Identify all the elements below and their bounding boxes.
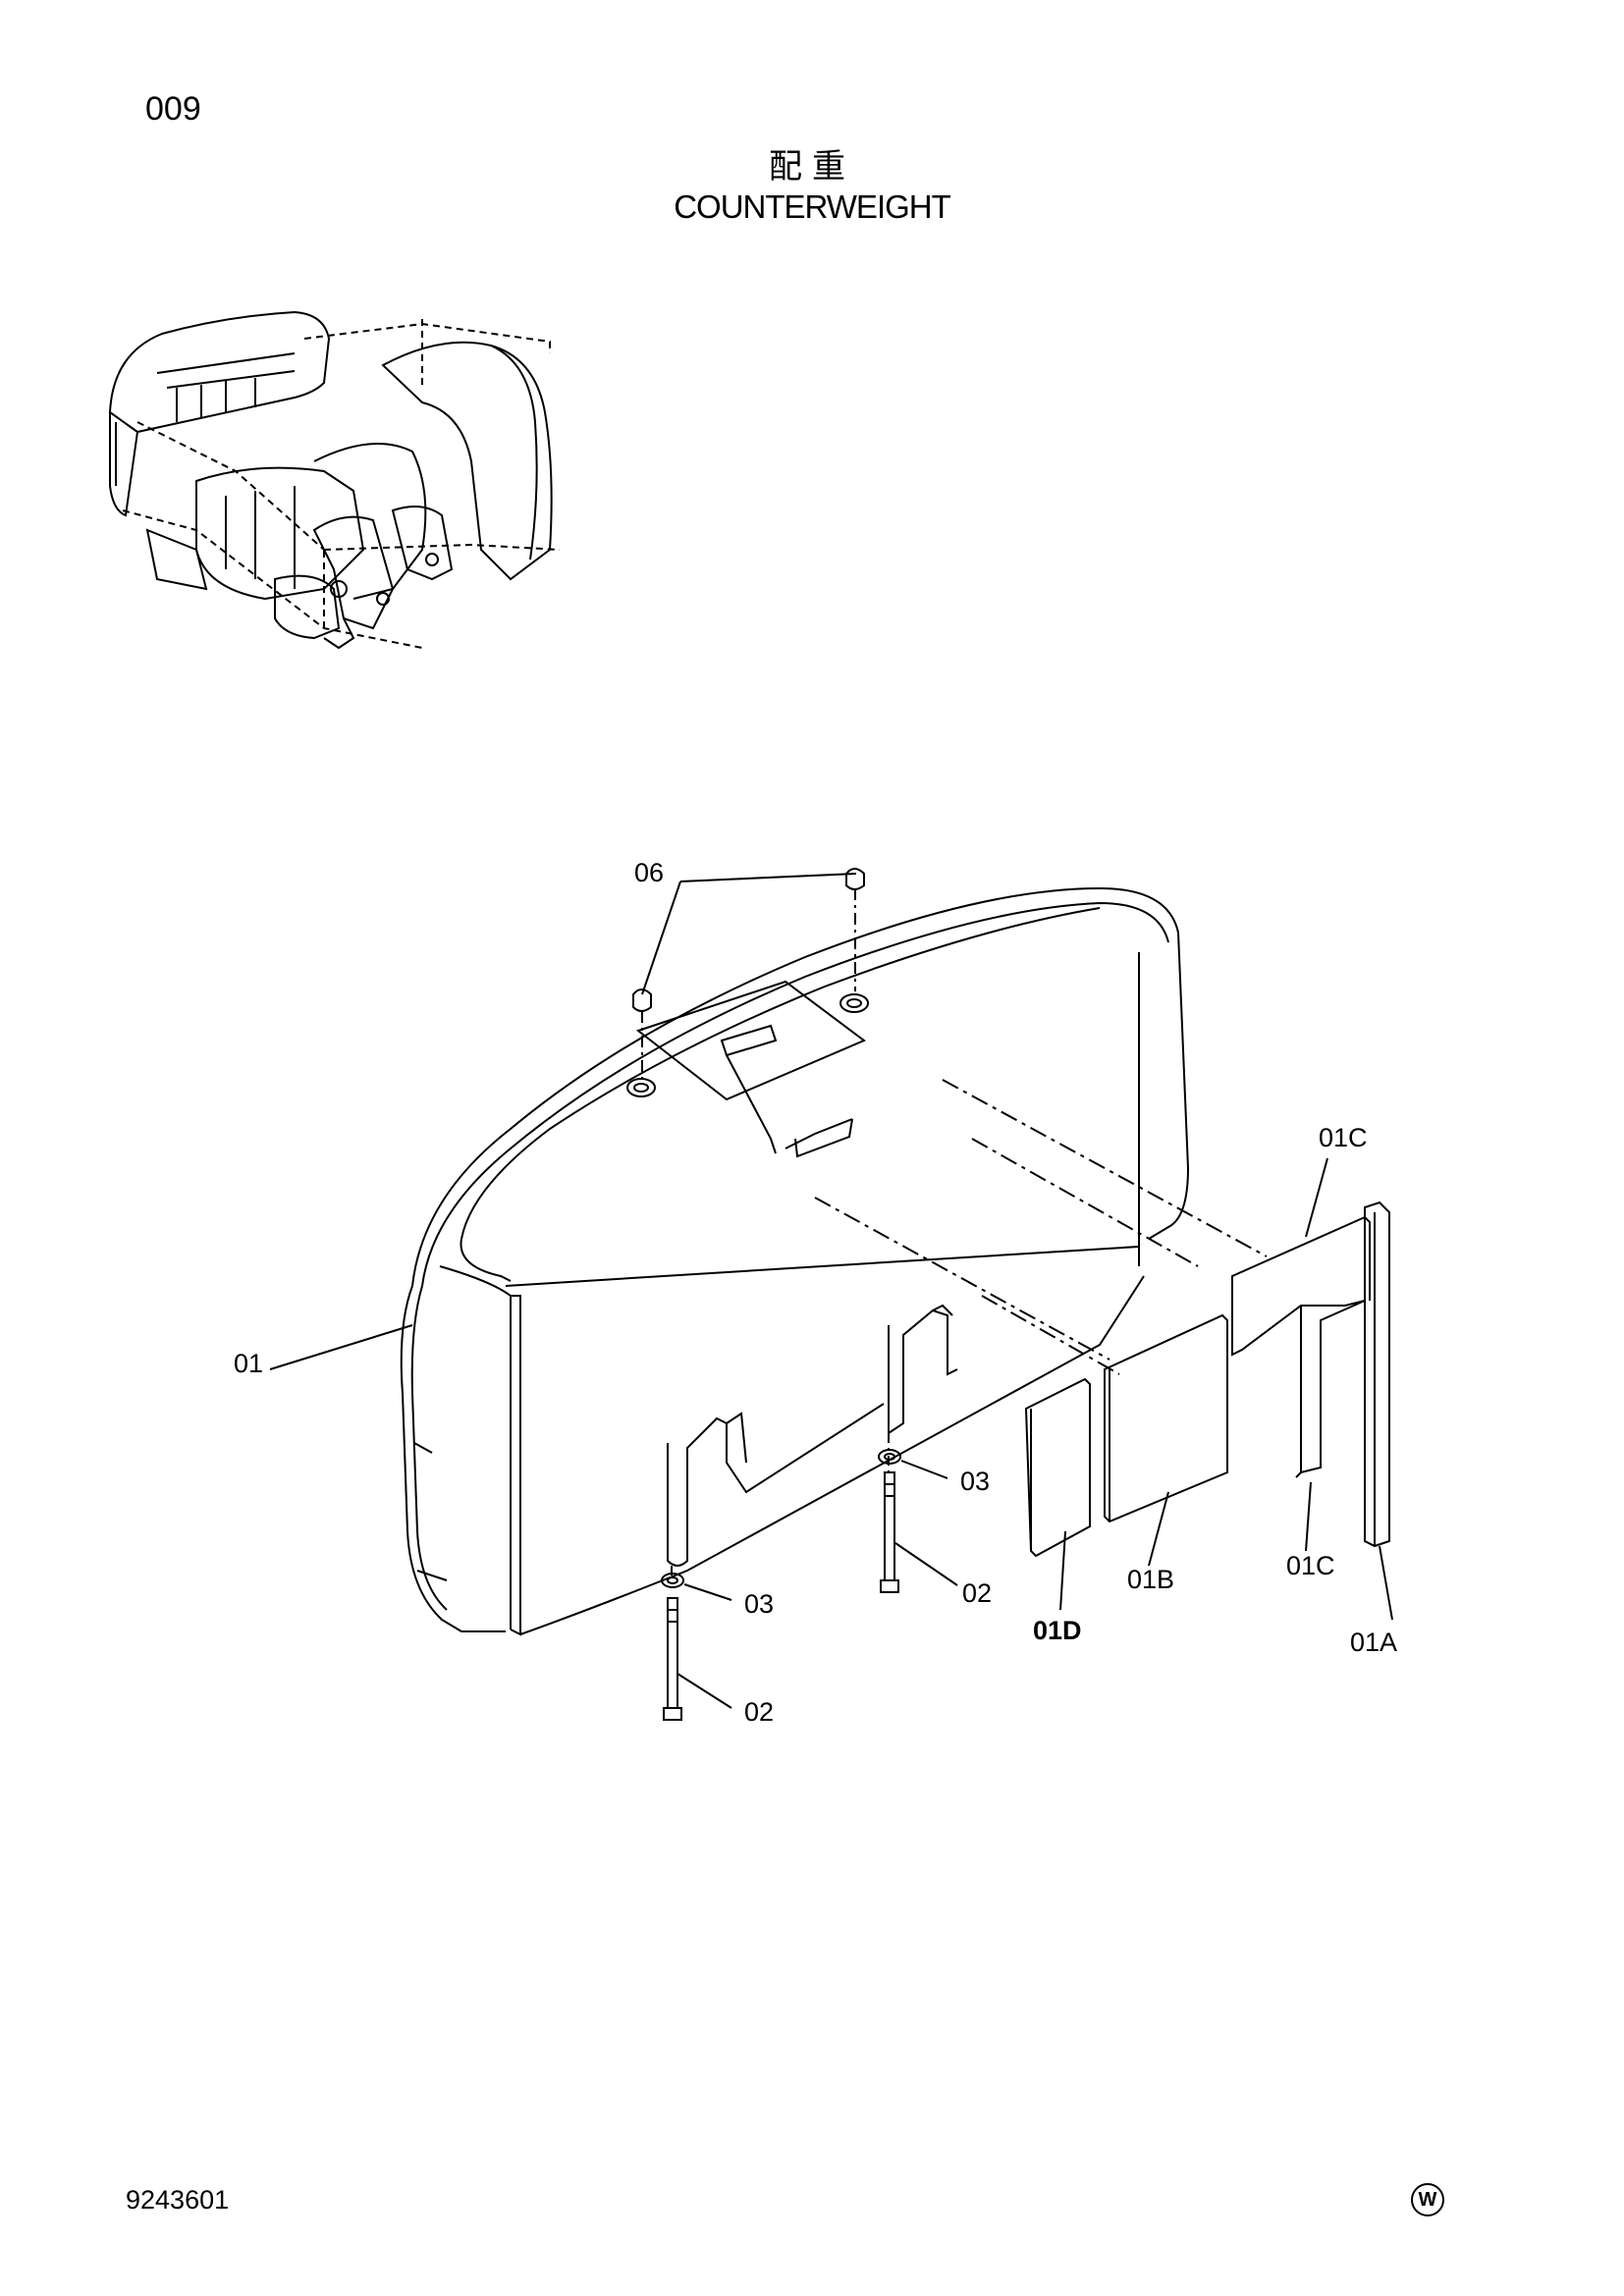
callout-02-right: 02 (962, 1578, 992, 1608)
callout-01c-bottom: 01C (1286, 1551, 1335, 1580)
callout-01a: 01A (1350, 1628, 1397, 1657)
circled-w-mark: W (1411, 2183, 1444, 2216)
callout-03-right: 03 (960, 1467, 990, 1496)
counterweight-assembly (400, 868, 1390, 1721)
callout-06: 06 (634, 858, 664, 887)
callout-03-left: 03 (744, 1589, 774, 1619)
page-title: COUNTERWEIGHT (674, 188, 951, 225)
callout-01d: 01D (1033, 1616, 1082, 1645)
page-number: 009 (145, 90, 201, 128)
document-number: 9243601 (126, 2185, 230, 2215)
page-title-japanese: 配重 (769, 147, 855, 187)
callout-01b: 01B (1127, 1565, 1174, 1594)
leader-lines (269, 873, 1393, 1709)
callout-02-left: 02 (744, 1697, 774, 1727)
callout-01c-top: 01C (1319, 1123, 1368, 1152)
locator-thumbnail (108, 310, 561, 650)
callout-01: 01 (234, 1349, 263, 1378)
callout-labels: 06 01 01C 03 03 02 02 01D 01B 01C 01A (234, 858, 1397, 1727)
